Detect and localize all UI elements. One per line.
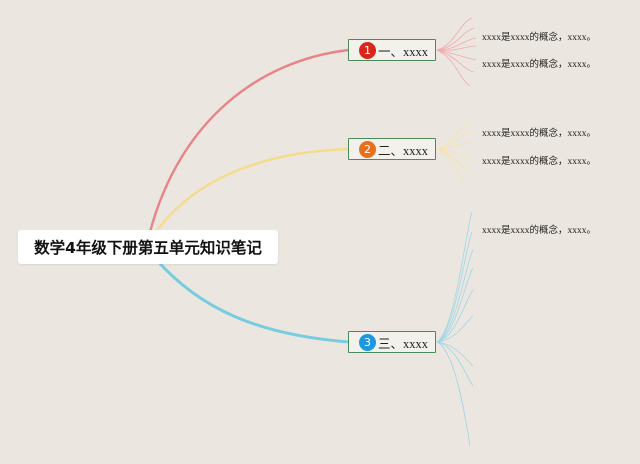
leaf-node[interactable]: xxxx是xxxx的概念，xxxx。 (482, 157, 597, 167)
branch-node-1[interactable]: 1 一、xxxx (348, 39, 436, 61)
leaf-node[interactable]: xxxx是xxxx的概念，xxxx。 (482, 226, 597, 236)
branch-3-twigs (436, 211, 474, 447)
number-badge-1: 1 (359, 41, 376, 59)
leaf-node[interactable]: xxxx是xxxx的概念，xxxx。 (482, 129, 597, 139)
branch-connector-2 (149, 147, 350, 241)
number-badge-3: 3 (359, 333, 376, 351)
branch-label-2: 二、xxxx (378, 143, 429, 158)
leaf-node[interactable]: xxxx是xxxx的概念，xxxx。 (482, 60, 597, 70)
branch-label-3: 三、xxxx (378, 336, 429, 351)
branch-1-twigs (436, 17, 477, 87)
root-title: 数学4年级下册第五单元知识笔记 (34, 239, 262, 257)
branch-connector-3 (153, 257, 350, 344)
branch-connector-1 (148, 48, 350, 233)
branch-node-2[interactable]: 2 二、xxxx (348, 138, 436, 160)
branch-2-twigs (436, 121, 473, 185)
number-badge-2: 2 (359, 140, 376, 158)
mindmap-root-node[interactable]: 数学4年级下册第五单元知识笔记 (18, 230, 278, 264)
branch-label-1: 一、xxxx (378, 44, 429, 59)
leaf-node[interactable]: xxxx是xxxx的概念，xxxx。 (482, 33, 597, 43)
branch-node-3[interactable]: 3 三、xxxx (348, 331, 436, 353)
